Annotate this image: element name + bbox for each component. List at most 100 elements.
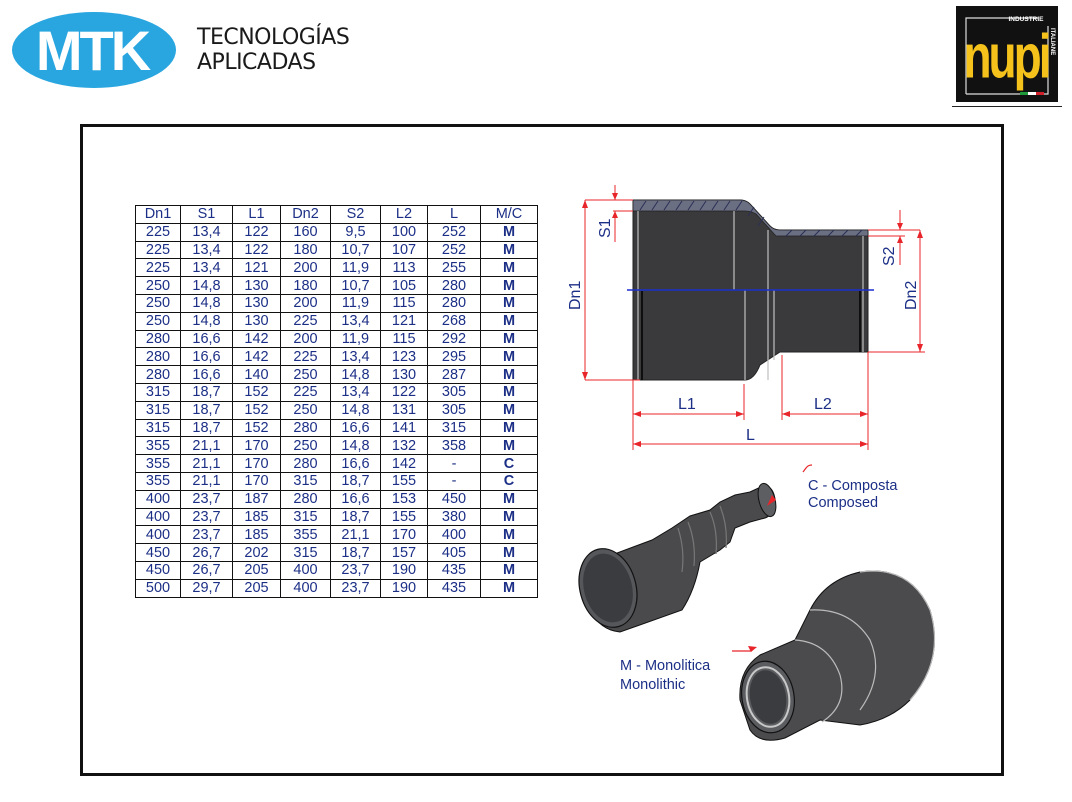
cell-s1: 14,8 — [180, 276, 233, 295]
cell-s1: 23,7 — [180, 525, 233, 545]
cell-l2: 105 — [380, 276, 428, 295]
cell-dn2: 250 — [280, 400, 331, 420]
monolithic-reducer-illustration — [739, 570, 936, 741]
cell-l: 287 — [427, 365, 481, 384]
cell-l1: 202 — [232, 543, 281, 562]
cell-mc: M — [480, 293, 538, 313]
cell-s2: 23,7 — [330, 560, 381, 580]
cell-dn1: 355 — [135, 436, 181, 456]
cell-l: 435 — [427, 578, 481, 598]
cell-l2: 113 — [380, 258, 428, 278]
cell-mc: M — [480, 400, 538, 420]
cell-l: 305 — [427, 382, 481, 402]
cell-dn2: 315 — [280, 471, 331, 491]
cell-dn2: 315 — [280, 507, 331, 527]
cell-l1: 185 — [232, 525, 281, 545]
cell-s2: 13,4 — [330, 311, 381, 331]
cell-s1: 13,4 — [180, 222, 233, 242]
header-mc: M/C — [480, 205, 538, 224]
cell-s2: 14,8 — [330, 436, 381, 456]
cell-l1: 122 — [232, 240, 281, 260]
cell-l1: 205 — [232, 560, 281, 580]
cell-s1: 13,4 — [180, 240, 233, 260]
cell-l2: 155 — [380, 507, 428, 527]
header-l1: L1 — [232, 205, 281, 224]
cell-dn1: 250 — [135, 293, 181, 313]
header-dn2: Dn2 — [280, 205, 331, 224]
cell-dn1: 450 — [135, 560, 181, 580]
cell-l1: 140 — [232, 365, 281, 384]
cell-s2: 11,9 — [330, 329, 381, 349]
cell-l1: 185 — [232, 507, 281, 527]
cell-dn2: 400 — [280, 560, 331, 580]
mtk-tagline: TECNOLOGÍAS APLICADAS — [197, 25, 350, 75]
label-s2: S2 — [881, 246, 898, 266]
callout-composed-line2: Composed — [808, 495, 878, 511]
reducer-section-view: S1 Dn1 S2 Dn2 L1 L2 L — [567, 185, 925, 450]
cell-s2: 10,7 — [330, 240, 381, 260]
cell-dn1: 315 — [135, 400, 181, 420]
cell-l: 268 — [427, 311, 481, 331]
cell-mc: M — [480, 276, 538, 295]
cell-l2: 115 — [380, 329, 428, 349]
cell-dn2: 225 — [280, 382, 331, 402]
table-header-row: Dn1 S1 L1 Dn2 S2 L2 L M/C — [135, 205, 538, 224]
cell-l2: 123 — [380, 347, 428, 367]
cell-dn2: 225 — [280, 347, 331, 367]
cell-s1: 21,1 — [180, 471, 233, 491]
cell-dn2: 280 — [280, 418, 331, 438]
header-l2: L2 — [380, 205, 428, 224]
tagline-line-2: APLICADAS — [197, 50, 316, 75]
cell-l: 450 — [427, 489, 481, 509]
cell-l1: 170 — [232, 436, 281, 456]
cell-dn1: 315 — [135, 382, 181, 402]
cell-dn2: 200 — [280, 293, 331, 313]
header-s2: S2 — [330, 205, 381, 224]
cell-l1: 170 — [232, 454, 281, 473]
cell-l: - — [427, 454, 481, 473]
cell-l2: 157 — [380, 543, 428, 562]
cell-dn1: 225 — [135, 258, 181, 278]
callout-monolithic-line1: M - Monolitica — [620, 658, 711, 674]
cell-l: 252 — [427, 222, 481, 242]
label-dn1: Dn1 — [567, 281, 584, 310]
cell-dn2: 200 — [280, 258, 331, 278]
cell-dn1: 500 — [135, 578, 181, 598]
cell-l: 255 — [427, 258, 481, 278]
cell-mc: M — [480, 382, 538, 402]
cell-dn1: 450 — [135, 543, 181, 562]
cell-l2: 115 — [380, 293, 428, 313]
cell-l1: 187 — [232, 489, 281, 509]
cell-s2: 14,8 — [330, 400, 381, 420]
cell-l2: 100 — [380, 222, 428, 242]
label-l: L — [746, 427, 755, 444]
nupi-subtitle-side: ITALIANE — [1049, 28, 1055, 55]
cell-dn2: 400 — [280, 578, 331, 598]
cell-s1: 23,7 — [180, 489, 233, 509]
cell-l2: 132 — [380, 436, 428, 456]
cell-l2: 121 — [380, 311, 428, 331]
cell-s1: 18,7 — [180, 418, 233, 438]
mtk-logo: MTK — [12, 10, 182, 90]
cell-l: 252 — [427, 240, 481, 260]
cell-l1: 130 — [232, 293, 281, 313]
mtk-logo-text: MTK — [36, 19, 151, 82]
cell-s1: 14,8 — [180, 293, 233, 313]
cell-s1: 16,6 — [180, 329, 233, 349]
cell-s2: 16,6 — [330, 454, 381, 473]
cell-l1: 130 — [232, 311, 281, 331]
cell-s2: 9,5 — [330, 222, 381, 242]
cell-dn1: 225 — [135, 240, 181, 260]
cell-dn1: 400 — [135, 525, 181, 545]
cell-s1: 21,1 — [180, 454, 233, 473]
cell-mc: M — [480, 365, 538, 384]
tagline-line-1: TECNOLOGÍAS — [197, 25, 350, 50]
